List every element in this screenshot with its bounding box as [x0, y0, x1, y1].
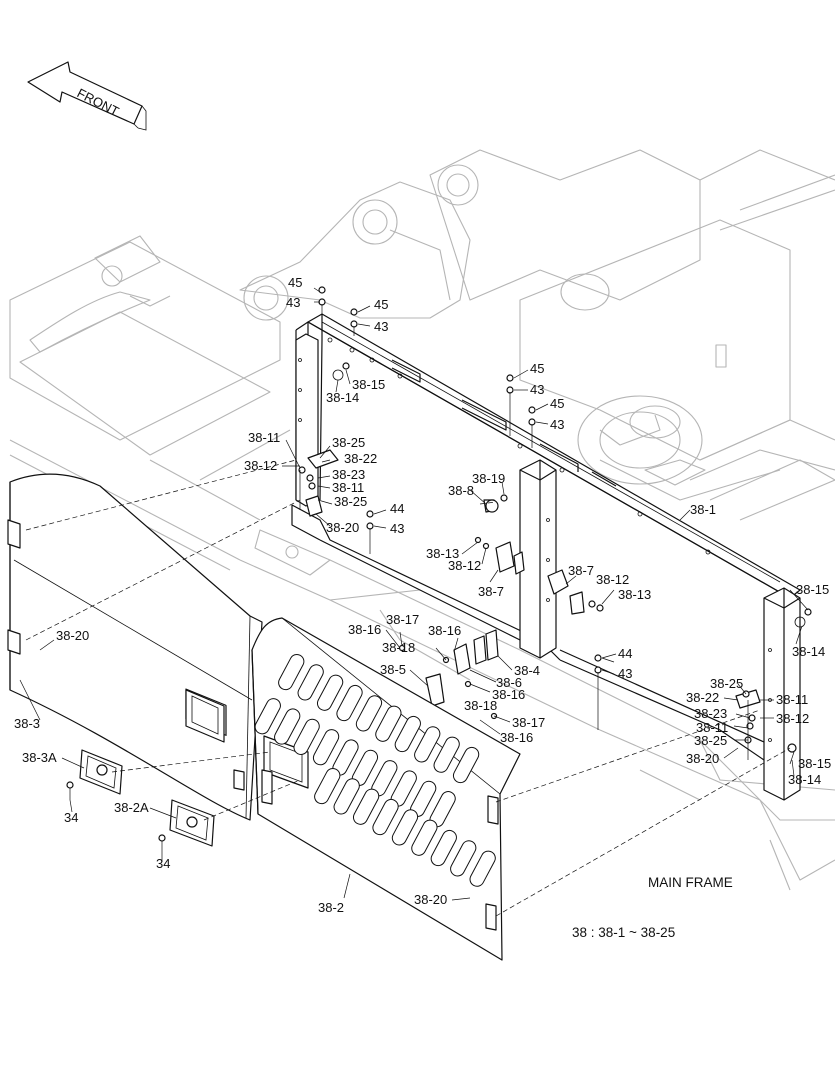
- label-38-16: 38-16: [428, 623, 461, 638]
- label-38-3: 38-3: [14, 716, 40, 731]
- label-38-25: 38-25: [334, 494, 367, 509]
- front-arrow-icon: FRONT: [27, 61, 147, 131]
- label-38-17: 38-17: [386, 612, 419, 627]
- label-38-25: 38-25: [694, 733, 727, 748]
- label-38-16: 38-16: [348, 622, 381, 637]
- label-38-5: 38-5: [380, 662, 406, 677]
- label-38-18: 38-18: [382, 640, 415, 655]
- part-labels: 45 43 45 43 45 43 45 43 38-15 38-14 38-1…: [14, 275, 831, 915]
- label-38-22: 38-22: [344, 451, 377, 466]
- label-38-14: 38-14: [326, 390, 359, 405]
- label-38-2A: 38-2A: [114, 800, 149, 815]
- label-38-16: 38-16: [500, 730, 533, 745]
- label-38-7: 38-7: [478, 584, 504, 599]
- part-range-note: 38 : 38-1 ~ 38-25: [572, 925, 675, 940]
- label-45: 45: [288, 275, 302, 290]
- door-insert-38-3A: [66, 749, 123, 800]
- label-38-6: 38-6: [496, 675, 522, 690]
- label-38-15: 38-15: [798, 756, 831, 771]
- label-38-2: 38-2: [318, 900, 344, 915]
- label-34: 34: [64, 810, 78, 825]
- label-38-25: 38-25: [710, 676, 743, 691]
- label-38-11: 38-11: [696, 720, 728, 735]
- label-38-4: 38-4: [514, 663, 540, 678]
- label-38-20: 38-20: [414, 892, 447, 907]
- label-38-25: 38-25: [332, 435, 365, 450]
- label-38-20: 38-20: [56, 628, 89, 643]
- label-38-1: 38-1: [690, 502, 716, 517]
- main-frame-label: MAIN FRAME: [648, 875, 733, 890]
- label-44: 44: [618, 646, 632, 661]
- label-38-22: 38-22: [686, 690, 719, 705]
- label-44: 44: [390, 501, 404, 516]
- label-38-11: 38-11: [248, 430, 280, 445]
- label-38-13: 38-13: [618, 587, 651, 602]
- label-38-12: 38-12: [596, 572, 629, 587]
- label-38-15: 38-15: [796, 582, 829, 597]
- leader-lines: [19, 287, 809, 901]
- label-38-8: 38-8: [448, 483, 474, 498]
- assembly-dashed-lines: [25, 459, 791, 917]
- label-38-11: 38-11: [332, 480, 364, 495]
- label-38-20: 38-20: [686, 751, 719, 766]
- label-45: 45: [374, 297, 388, 312]
- label-38-20: 38-20: [326, 520, 359, 535]
- label-38-23: 38-23: [332, 467, 365, 482]
- label-43: 43: [550, 417, 564, 432]
- label-38-7: 38-7: [568, 563, 594, 578]
- label-43: 43: [390, 521, 404, 536]
- label-43: 43: [618, 666, 632, 681]
- label-38-15: 38-15: [352, 377, 385, 392]
- label-43: 43: [530, 382, 544, 397]
- main-frame-background: [9, 149, 835, 891]
- frame-holes: [298, 337, 806, 742]
- label-38-14: 38-14: [788, 772, 821, 787]
- label-45: 45: [530, 361, 544, 376]
- label-38-19: 38-19: [472, 471, 505, 486]
- left-door-38-3: [7, 473, 263, 821]
- door-insert-38-2A: [158, 799, 215, 852]
- label-38-11: 38-11: [776, 692, 808, 707]
- label-38-12: 38-12: [244, 458, 277, 473]
- label-38-12: 38-12: [776, 711, 809, 726]
- label-45: 45: [550, 396, 564, 411]
- label-38-23: 38-23: [694, 706, 727, 721]
- label-38-13: 38-13: [426, 546, 459, 561]
- label-38-12: 38-12: [448, 558, 481, 573]
- label-38-14: 38-14: [792, 644, 825, 659]
- door-vent-slots: [254, 653, 496, 887]
- label-34: 34: [156, 856, 170, 871]
- label-38-17: 38-17: [512, 715, 545, 730]
- fastener-axis-lines: [299, 304, 749, 760]
- label-38-16: 38-16: [492, 687, 525, 702]
- label-38-3A: 38-3A: [22, 750, 57, 765]
- label-43: 43: [286, 295, 300, 310]
- label-43: 43: [374, 319, 388, 334]
- label-38-18: 38-18: [464, 698, 497, 713]
